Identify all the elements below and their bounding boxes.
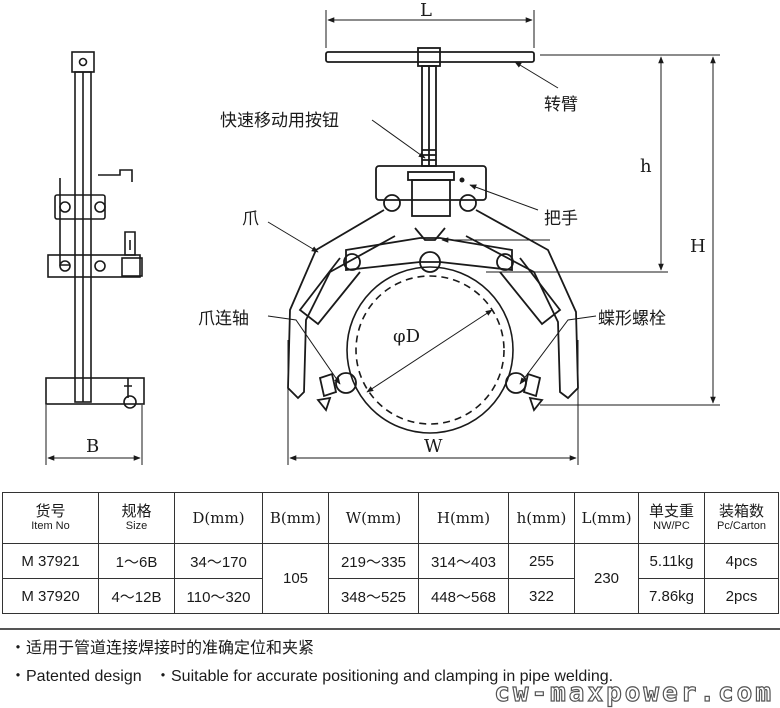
pipe-inner <box>355 275 505 425</box>
cell-h-small: 322 <box>508 578 575 614</box>
cell-carton: 4pcs <box>704 543 779 579</box>
header-h-large: H(mm) <box>418 492 509 544</box>
cell-h-large: 448～568 <box>418 578 509 614</box>
cell-h-large: 314～403 <box>418 543 509 579</box>
cell-weight: 5.11kg <box>638 543 705 579</box>
label-handle: 把手 <box>544 209 578 229</box>
label-claw-shaft: 爪连轴 <box>198 309 249 329</box>
pipe-outer <box>346 266 514 434</box>
cell-size: 1～6B <box>98 543 175 579</box>
header-w: W(mm) <box>328 492 419 544</box>
divider <box>0 628 780 630</box>
header-h-small: h(mm) <box>508 492 575 544</box>
dim-h-large-label: H <box>690 236 706 257</box>
notes: ・适用于管道连接焊接时的准确定位和夹紧 ・Patented design ・Su… <box>10 635 770 697</box>
note-line-1: ・适用于管道连接焊接时的准确定位和夹紧 <box>10 640 315 657</box>
cell-item: M 37921 <box>2 543 99 579</box>
cell-l-shared: 230 <box>574 543 639 614</box>
cell-b-shared: 105 <box>262 543 329 614</box>
dim-b-label: B <box>86 436 99 457</box>
label-wing-bolt: 蝶形螺栓 <box>598 309 666 329</box>
header-b: B(mm) <box>262 492 329 544</box>
watermark: cw-maxpower.com <box>494 677 774 708</box>
table-row: M 37920 4～12B 110～320 348～525 448～568 32… <box>2 578 779 614</box>
note-suitable: ・Suitable for accurate positioning and c… <box>155 668 614 685</box>
dimension-w <box>287 340 579 465</box>
cell-weight: 7.86kg <box>638 578 705 614</box>
note-line-2: ・Patented design ・Suitable for accurate … <box>10 663 770 691</box>
header-l: L(mm) <box>574 492 639 544</box>
technical-drawing: B L <box>45 0 720 465</box>
dimension-heights <box>486 54 720 406</box>
cell-d: 34～170 <box>174 543 263 579</box>
cell-size: 4～12B <box>98 578 175 614</box>
label-quick-button: 快速移动用按钮 <box>220 111 339 131</box>
cell-carton: 2pcs <box>704 578 779 614</box>
header-d: D(mm) <box>174 492 263 544</box>
side-view <box>45 51 145 409</box>
cell-w: 348～525 <box>328 578 419 614</box>
label-claw: 爪 <box>242 209 259 229</box>
label-rotating-arm: 转臂 <box>544 95 578 115</box>
note-patented: ・Patented design <box>10 668 142 685</box>
dim-d-label: φD <box>393 326 420 347</box>
dimension-b <box>45 405 143 465</box>
dim-l-label: L <box>420 0 432 21</box>
table-row: M 37921 1～6B 34～170 105 219～335 314～403 … <box>2 543 779 614</box>
front-view <box>287 47 579 412</box>
cell-d: 110～320 <box>174 578 263 614</box>
cell-w: 219～335 <box>328 543 419 579</box>
dimension-l <box>325 10 535 48</box>
cell-item: M 37920 <box>2 578 99 614</box>
leader-lines <box>267 61 597 385</box>
dim-w-label: W <box>424 436 443 457</box>
dim-h-small-label: h <box>640 156 652 177</box>
dimension-d <box>366 309 493 393</box>
cell-h-small: 255 <box>508 543 575 579</box>
